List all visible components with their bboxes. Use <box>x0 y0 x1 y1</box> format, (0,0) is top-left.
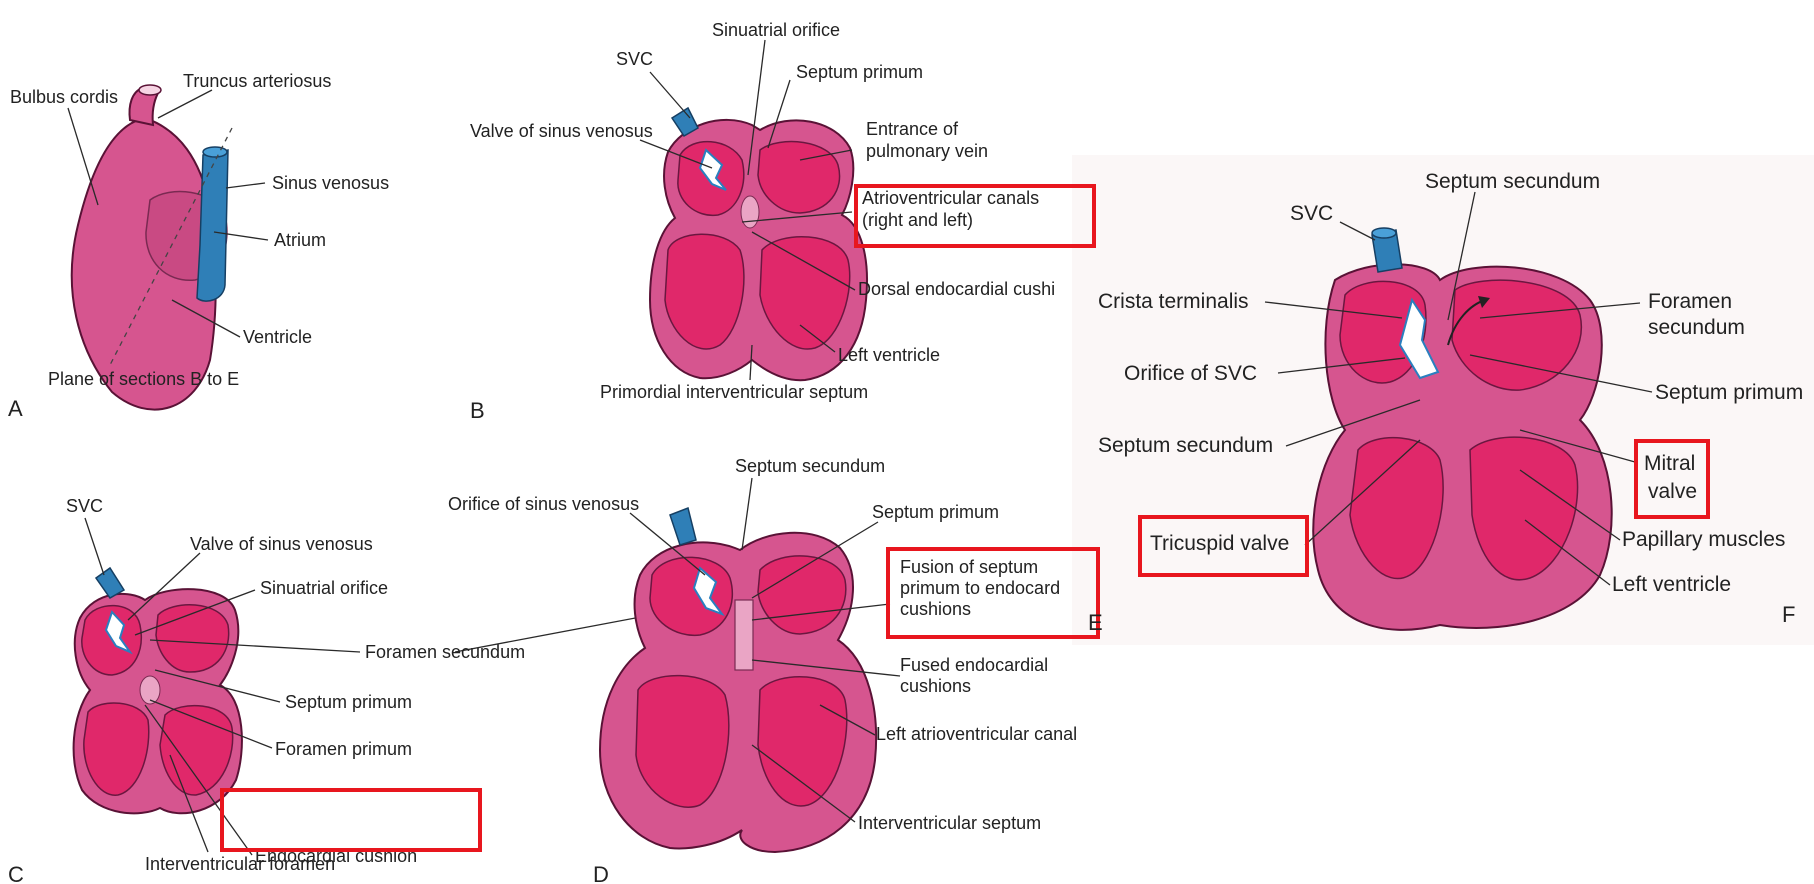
label-mitral-1: Mitral <box>1644 452 1695 475</box>
right-atrium-cavity-d <box>650 557 732 635</box>
fused-cushion-d <box>735 600 753 670</box>
label-av-canals-1: Atrioventricular canals <box>862 188 1039 208</box>
label-fusion-2: primum to endocard <box>900 578 1060 598</box>
label-atrium: Atrium <box>274 230 326 250</box>
label-valve-sinus-venosus-c: Valve of sinus venosus <box>190 534 373 554</box>
sinus-venosus-vessel <box>197 150 228 301</box>
label-fusion-3: cushions <box>900 599 971 619</box>
svc-opening-f <box>1372 228 1396 238</box>
label-fused-cushions-1: Fused endocardial <box>900 655 1048 675</box>
label-valve-sinus-venosus-b: Valve of sinus venosus <box>470 121 653 141</box>
label-left-av-canal-d: Left atrioventricular canal <box>876 724 1077 744</box>
panel-d: Septum secundum Orifice of sinus venosus… <box>448 456 1103 884</box>
label-septum-primum-c: Septum primum <box>285 692 412 712</box>
leader-bulbus-cordis <box>68 108 98 205</box>
label-foramen-secundum-f-1: Foramen <box>1648 290 1732 313</box>
label-ventricle: Ventricle <box>243 327 312 347</box>
label-svc-c: SVC <box>66 496 103 516</box>
label-septum-secundum-d: Septum secundum <box>735 456 885 476</box>
label-sinuatrial-orifice-b: Sinuatrial orifice <box>712 20 840 40</box>
panel-letter-b: B <box>470 398 485 423</box>
label-primordial-ivs: Primordial interventricular septum <box>600 382 868 402</box>
label-papillary-muscles: Papillary muscles <box>1622 528 1785 551</box>
leader-svc-c <box>85 518 104 575</box>
right-ventricle-cavity-d <box>636 676 729 808</box>
panel-a: Bulbus cordis Truncus arteriosus Sinus v… <box>8 71 389 421</box>
label-foramen-secundum-f-2: secundum <box>1648 316 1745 339</box>
truncus-opening <box>139 85 161 95</box>
label-foramen-secundum-c: Foramen secundum <box>365 642 525 662</box>
label-entrance-pv-2: pulmonary vein <box>866 141 988 161</box>
endocardial-cushion-c <box>140 676 160 704</box>
label-ivs-d: Interventricular septum <box>858 813 1041 833</box>
leader-sinus-venosus <box>226 183 265 188</box>
leader-svc-b <box>650 72 690 118</box>
leader-septum-secundum-d <box>742 478 752 550</box>
label-tricuspid-valve: Tricuspid valve <box>1150 532 1289 555</box>
leader-truncus <box>158 90 212 118</box>
label-fusion-1: Fusion of septum <box>900 557 1038 577</box>
panel-b: Sinuatrial orifice SVC Septum primum Val… <box>470 20 1094 423</box>
svc-vessel-d <box>670 508 696 545</box>
highlight-endocardial-cushion <box>222 790 480 850</box>
label-crista-terminalis: Crista terminalis <box>1098 290 1249 313</box>
panel-letter-f: F <box>1782 602 1795 627</box>
label-dorsal-cushion-b: Dorsal endocardial cushi <box>858 279 1055 299</box>
label-bulbus-cordis: Bulbus cordis <box>10 87 118 107</box>
sinus-venosus-opening <box>203 147 227 157</box>
label-svc-b: SVC <box>616 49 653 69</box>
label-av-canals-2: (right and left) <box>862 210 973 230</box>
label-fused-cushions-2: cushions <box>900 676 971 696</box>
panel-letter-e: E <box>1088 610 1103 635</box>
label-sinuatrial-orifice-c: Sinuatrial orifice <box>260 578 388 598</box>
label-septum-primum-f: Septum primum <box>1655 381 1803 404</box>
label-truncus-arteriosus: Truncus arteriosus <box>183 71 331 91</box>
label-iv-foramen-c: Interventricular foramen <box>145 854 335 874</box>
endocardial-cushion-b <box>741 196 759 228</box>
label-svc-f: SVC <box>1290 202 1333 225</box>
label-sinus-venosus: Sinus venosus <box>272 173 389 193</box>
label-entrance-pv-1: Entrance of <box>866 119 959 139</box>
label-mitral-2: valve <box>1648 480 1697 503</box>
label-left-ventricle-b: Left ventricle <box>838 345 940 365</box>
label-foramen-primum-c: Foramen primum <box>275 739 412 759</box>
panel-letter-a: A <box>8 396 23 421</box>
panel-letter-c: C <box>8 862 24 884</box>
label-plane-of-sections: Plane of sections B to E <box>48 369 239 389</box>
label-septum-primum-b: Septum primum <box>796 62 923 82</box>
label-septum-primum-d: Septum primum <box>872 502 999 522</box>
label-septum-secundum-left-f: Septum secundum <box>1098 434 1273 457</box>
right-ventricle-cavity-b <box>665 234 744 349</box>
label-orifice-sinus-venosus-d: Orifice of sinus venosus <box>448 494 639 514</box>
label-septum-secundum-top-f: Septum secundum <box>1425 170 1600 193</box>
label-orifice-svc: Orifice of SVC <box>1124 362 1257 385</box>
label-left-ventricle-f: Left ventricle <box>1612 573 1731 596</box>
panel-letter-d: D <box>593 862 609 884</box>
